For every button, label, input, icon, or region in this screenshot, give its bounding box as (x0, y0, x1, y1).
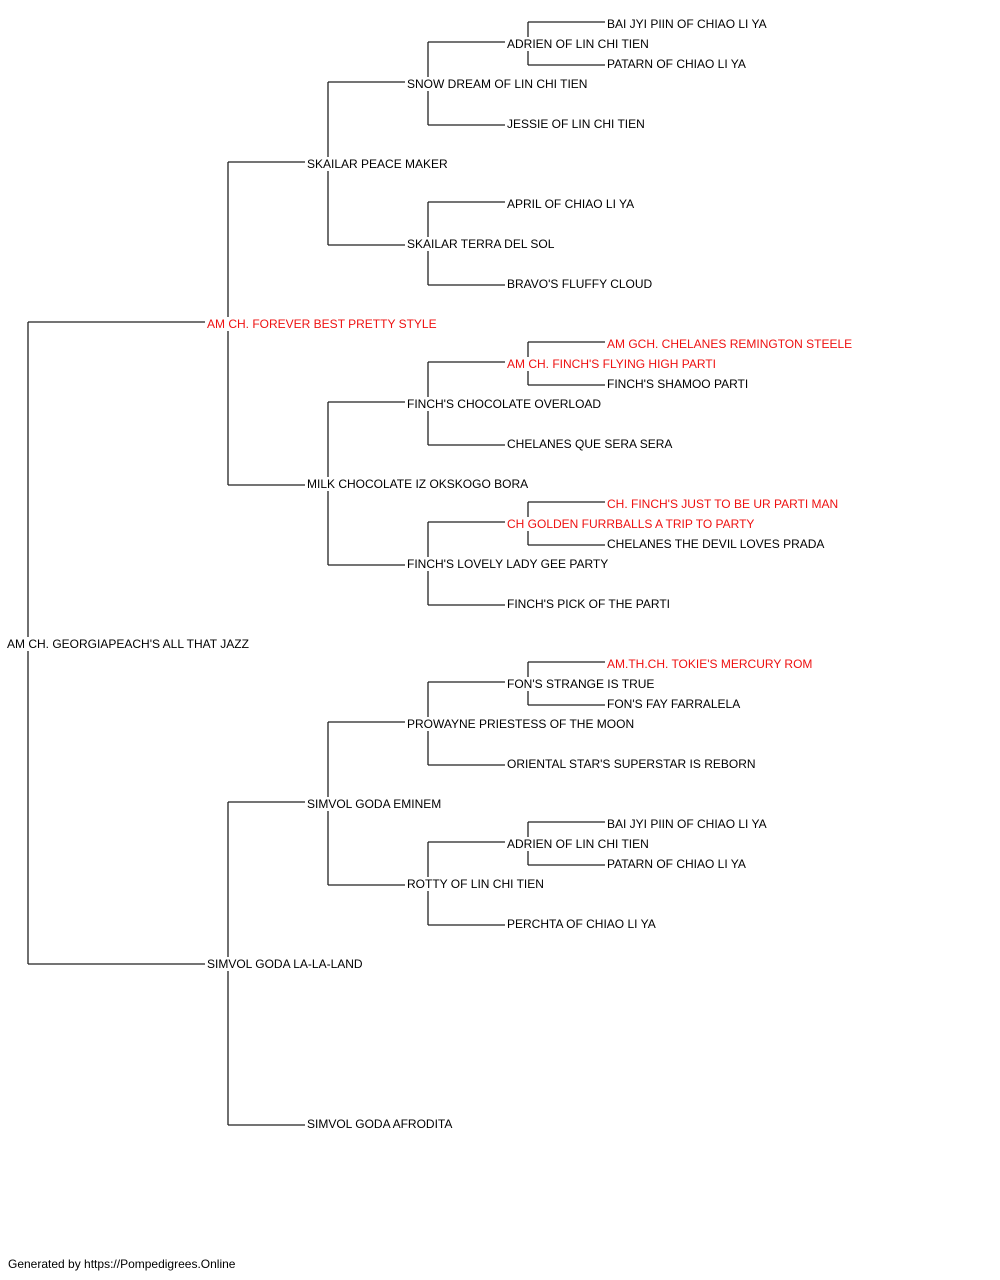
pedigree-ds-dam: ROTTY OF LIN CHI TIEN (407, 877, 545, 891)
pedigree-sss-dam: JESSIE OF LIN CHI TIEN (507, 117, 646, 131)
pedigree-sd-dam: FINCH'S LOVELY LADY GEE PARTY (407, 557, 610, 571)
pedigree-sd-sire: FINCH'S CHOCOLATE OVERLOAD (407, 397, 603, 411)
pedigree-sdds-sire: CH. FINCH'S JUST TO BE UR PARTI MAN (607, 497, 840, 511)
pedigree-dsss-dam: FON'S FAY FARRALELA (607, 697, 742, 711)
pedigree-dam: SIMVOL GODA LA-LA-LAND (207, 957, 364, 971)
pedigree-ss-dam: SKAILAR TERRA DEL SOL (407, 237, 556, 251)
pedigree-dam-dam: SIMVOL GODA AFRODITA (307, 1117, 454, 1131)
pedigree-ss-sire: SNOW DREAM OF LIN CHI TIEN (407, 77, 589, 91)
pedigree-dss-dam: ORIENTAL STAR'S SUPERSTAR IS REBORN (507, 757, 757, 771)
pedigree-sdss-dam: FINCH'S SHAMOO PARTI (607, 377, 750, 391)
pedigree-dsds-sire: BAI JYI PIIN OF CHIAO LI YA (607, 817, 768, 831)
pedigree-sire-sire: SKAILAR PEACE MAKER (307, 157, 449, 171)
pedigree-ds-sire: PROWAYNE PRIESTESS OF THE MOON (407, 717, 636, 731)
pedigree-sdd-dam: FINCH'S PICK OF THE PARTI (507, 597, 671, 611)
pedigree-dsd-dam: PERCHTA OF CHIAO LI YA (507, 917, 657, 931)
pedigree-subject: AM CH. GEORGIAPEACH'S ALL THAT JAZZ (7, 637, 250, 651)
generated-by-footer: Generated by https://Pompedigrees.Online (8, 1257, 236, 1271)
pedigree-dsds-dam: PATARN OF CHIAO LI YA (607, 857, 747, 871)
pedigree-sdd-sire: CH GOLDEN FURRBALLS A TRIP TO PARTY (507, 517, 756, 531)
pedigree-dsss-sire: AM.TH.CH. TOKIE'S MERCURY ROM (607, 657, 814, 671)
pedigree-ssd-sire: APRIL OF CHIAO LI YA (507, 197, 636, 211)
pedigree-sire-dam: MILK CHOCOLATE IZ OKSKOGO BORA (307, 477, 530, 491)
pedigree-sds-sire: AM CH. FINCH'S FLYING HIGH PARTI (507, 357, 717, 371)
pedigree-sss-sire: ADRIEN OF LIN CHI TIEN (507, 37, 650, 51)
pedigree-dss-sire: FON'S STRANGE IS TRUE (507, 677, 656, 691)
pedigree-ssss-sire: BAI JYI PIIN OF CHIAO LI YA (607, 17, 768, 31)
pedigree-dsd-sire: ADRIEN OF LIN CHI TIEN (507, 837, 650, 851)
pedigree-sds-dam: CHELANES QUE SERA SERA (507, 437, 674, 451)
pedigree-dam-sire: SIMVOL GODA EMINEM (307, 797, 443, 811)
pedigree-sire: AM CH. FOREVER BEST PRETTY STYLE (207, 317, 438, 331)
pedigree-sdds-dam: CHELANES THE DEVIL LOVES PRADA (607, 537, 826, 551)
pedigree-ssd-dam: BRAVO'S FLUFFY CLOUD (507, 277, 654, 291)
pedigree-sdss-sire: AM GCH. CHELANES REMINGTON STEELE (607, 337, 854, 351)
pedigree-ssss-dam: PATARN OF CHIAO LI YA (607, 57, 747, 71)
